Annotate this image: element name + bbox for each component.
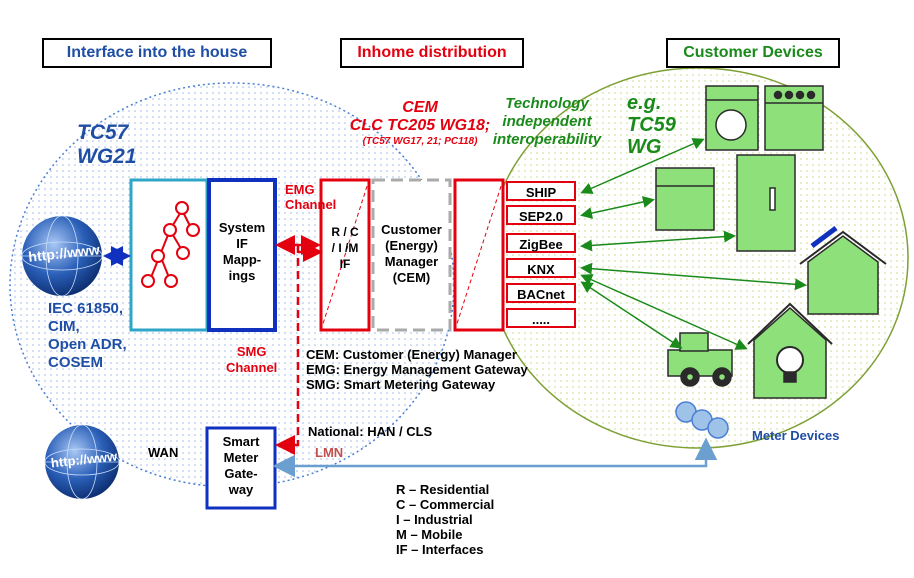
globe-top (21, 215, 103, 297)
segment-item: IF – Interfaces (396, 542, 484, 557)
globe-bottom (44, 424, 120, 500)
protocol-sep2: SEP2.0 (506, 205, 576, 225)
technology-label: Technology independent interoperability (484, 95, 610, 149)
segment-item: R – Residential (396, 482, 490, 497)
smart-meter-line: Gate- (224, 466, 258, 481)
cem-box-line: Customer (381, 222, 442, 237)
abbreviation-item: SMG: Smart Metering Gateway (306, 377, 496, 392)
dishwasher (655, 167, 715, 231)
bulb-house (747, 302, 833, 399)
protocol-knx: KNX (506, 258, 576, 278)
rcim-if-box (319, 178, 371, 332)
tc59-label: e.g. TC59 WG (627, 92, 676, 158)
tc57-line: WG21 (77, 145, 137, 168)
smart-meter-gateway-box (205, 426, 277, 510)
rcim-line: R / C (331, 225, 359, 239)
standards-item: Open ADR, (48, 336, 127, 353)
standards-list: IEC 61850, CIM, Open ADR, COSEM (48, 300, 127, 372)
system-if-text: System IF Mapp- ings (211, 220, 273, 284)
system-if-line: Mapp- (222, 252, 262, 267)
emg-channel-line: EMG (285, 182, 315, 197)
smg-channel-line: SMG (236, 344, 267, 359)
tc59-line: TC59 (627, 114, 676, 136)
protocol-more: ..... (506, 308, 576, 328)
cem-title-line3: (TC57 WG17, 21; PC118) (362, 136, 478, 147)
washing-machine (705, 85, 759, 151)
protocol-zigbee: ZigBee (506, 233, 576, 253)
meter-devices (675, 401, 729, 439)
tc57-label: TC57 WG21 (77, 121, 137, 169)
cem-box-line: (CEM) (392, 270, 431, 285)
header-devices: Customer Devices (666, 38, 840, 68)
stove (764, 85, 824, 151)
system-if-line: IF (236, 236, 248, 251)
cem-box-text: Customer (Energy) Manager (CEM) (375, 222, 448, 286)
cem-box (371, 178, 452, 332)
smart-meter-line: way (228, 482, 254, 497)
segment-item: I – Industrial (396, 512, 473, 527)
technology-line: Technology (505, 95, 589, 112)
protocol-ship: SHIP (506, 181, 576, 201)
standards-item: IEC 61850, (48, 300, 124, 317)
abbreviation-item: CEM: Customer (Energy) Manager (306, 347, 517, 362)
smg-channel-line: Channel (226, 360, 278, 375)
emg-channel-label: EMG Channel (285, 182, 336, 212)
tc59-line: WG (627, 136, 662, 158)
emg-channel-line: Channel (285, 197, 337, 212)
rcim-line: / I /M (331, 241, 359, 255)
cem-title: CEM CLC TC205 WG18; (TC57 WG17, 21; PC11… (320, 99, 520, 148)
protocol-bacnet: BACnet (506, 283, 576, 303)
abbreviation-item: EMG: Energy Management Gateway (306, 362, 528, 377)
smart-meter-line: Meter (223, 450, 259, 465)
standards-item: CIM, (48, 318, 80, 335)
system-if-line: ings (228, 268, 256, 283)
system-if-box (207, 178, 277, 332)
cem-box-line: (Energy) (385, 238, 438, 253)
smg-channel-label: SMG Channel (226, 344, 277, 376)
abbreviations: CEM: Customer (Energy) Manager EMG: Ener… (306, 347, 528, 392)
lmn-label: LMN (315, 445, 344, 460)
header-inhome: Inhome distribution (340, 38, 524, 68)
technology-line: interoperability (492, 131, 602, 148)
segments-legend: R – Residential C – Commercial I – Indus… (396, 482, 494, 557)
wan-label: WAN (148, 445, 179, 460)
smart-meter-gateway-text: Smart Meter Gate- way (209, 434, 273, 498)
national-label: National: HAN / CLS (308, 424, 433, 439)
solar-house (799, 226, 887, 315)
smart-meter-line: Smart (222, 434, 260, 449)
system-if-line: System (218, 220, 266, 235)
meter-devices-label: Meter Devices (752, 428, 840, 443)
cem-title-line2: CLC TC205 WG18; (349, 117, 491, 134)
fridge (736, 154, 796, 252)
tc59-line: e.g. (627, 92, 662, 114)
cem-title-line1: CEM (402, 99, 438, 116)
standards-item: COSEM (48, 354, 104, 371)
rcim-line: IF (339, 257, 351, 271)
tc57-line: TC57 (77, 121, 129, 144)
technology-line: independent (502, 113, 592, 130)
cem-box-line: Manager (384, 254, 439, 269)
rcim-text: R / C / I /M IF (322, 224, 368, 272)
header-interface: Interface into the house (42, 38, 272, 68)
segment-item: M – Mobile (396, 527, 463, 542)
tree-box (129, 178, 209, 332)
segment-item: C – Commercial (396, 497, 495, 512)
